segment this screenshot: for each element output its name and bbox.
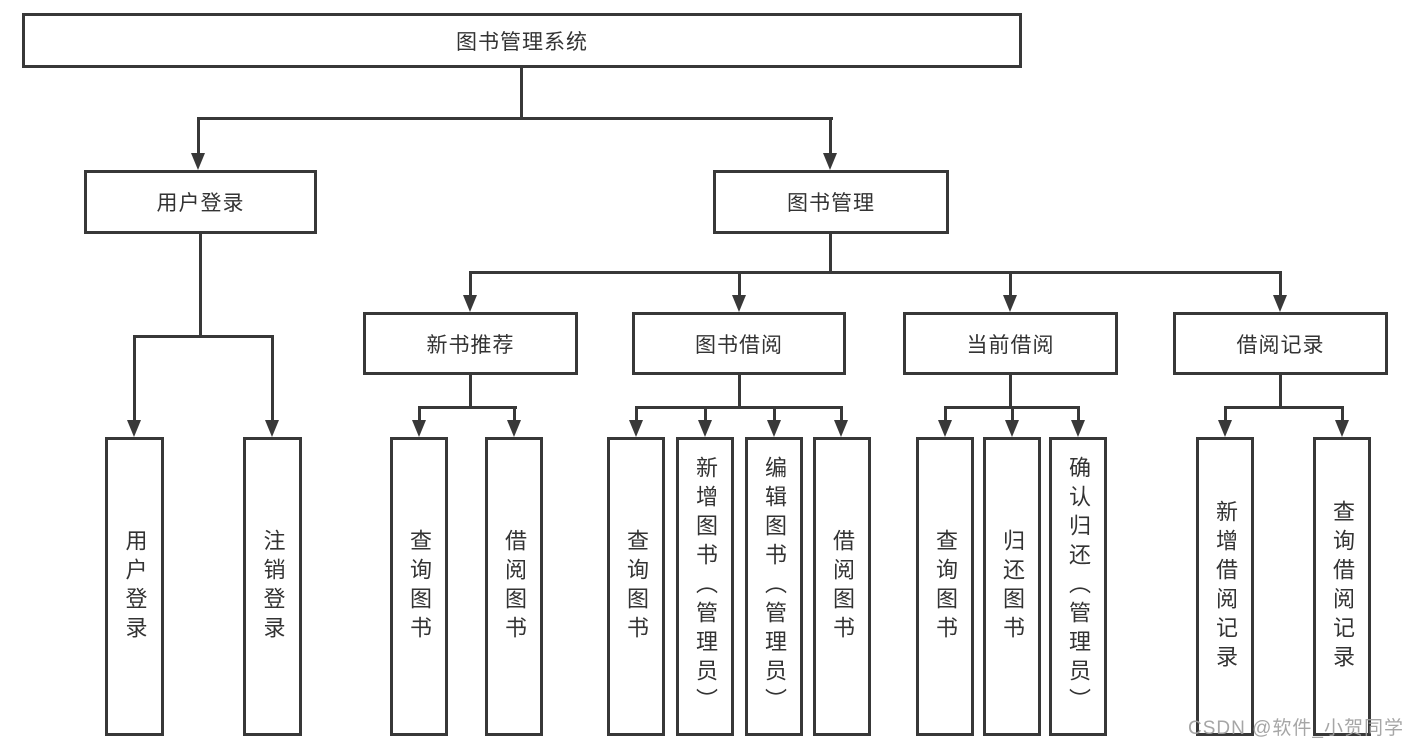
node-new-book-recommendation: 新书推荐 xyxy=(363,312,578,375)
connector-line xyxy=(773,406,776,422)
connector-line xyxy=(520,66,523,119)
connector-line xyxy=(418,406,421,422)
leaf-label: 查询图书 xyxy=(407,528,432,645)
leaf-label: 确认归还（管理员） xyxy=(1066,456,1091,717)
connector-line xyxy=(133,335,274,338)
arrow-down-icon xyxy=(1071,420,1085,437)
connector-line xyxy=(199,234,202,338)
arrow-down-icon xyxy=(1005,420,1019,437)
leaf-add-borrow-record: 新增借阅记录 xyxy=(1196,437,1254,736)
node-book-borrowing: 图书借阅 xyxy=(632,312,846,375)
arrow-down-icon xyxy=(938,420,952,437)
node-label: 新书推荐 xyxy=(426,333,515,357)
connector-line xyxy=(1279,375,1282,409)
arrow-down-icon xyxy=(823,153,837,170)
connector-line xyxy=(635,406,638,422)
connector-line xyxy=(271,335,274,421)
arrow-down-icon xyxy=(127,420,141,437)
arrow-down-icon xyxy=(1273,295,1287,312)
arrow-down-icon xyxy=(265,420,279,437)
leaf-label: 编辑图书（管理员） xyxy=(762,456,787,717)
arrow-down-icon xyxy=(1218,420,1232,437)
arrow-down-icon xyxy=(463,295,477,312)
leaf-label: 注销登录 xyxy=(260,528,286,645)
leaf-label: 查询图书 xyxy=(624,528,649,645)
leaf-return-books: 归还图书 xyxy=(983,437,1041,736)
leaf-label: 借阅图书 xyxy=(830,528,855,645)
connector-line xyxy=(197,117,833,120)
connector-line xyxy=(1341,406,1344,422)
connector-line xyxy=(1011,406,1014,422)
node-label: 当前借阅 xyxy=(966,333,1055,357)
connector-line xyxy=(418,406,517,409)
arrow-down-icon xyxy=(412,420,426,437)
arrow-down-icon xyxy=(1335,420,1349,437)
arrow-down-icon xyxy=(629,420,643,437)
node-borrowing-records: 借阅记录 xyxy=(1173,312,1388,375)
leaf-query-books-borrowing: 查询图书 xyxy=(607,437,665,736)
connector-line xyxy=(1009,271,1012,297)
connector-line xyxy=(1077,406,1080,422)
arrow-down-icon xyxy=(698,420,712,437)
leaf-logout: 注销登录 xyxy=(243,437,302,736)
node-label: 图书管理 xyxy=(787,192,875,215)
leaf-user-login: 用户登录 xyxy=(105,437,164,736)
leaf-query-books-current: 查询图书 xyxy=(916,437,974,736)
node-current-borrowing: 当前借阅 xyxy=(903,312,1118,375)
leaf-borrow-books-borrowing: 借阅图书 xyxy=(813,437,871,736)
connector-line xyxy=(738,375,741,409)
arrow-down-icon xyxy=(507,420,521,437)
leaf-query-books-recommend: 查询图书 xyxy=(390,437,448,736)
leaf-borrow-books-recommend: 借阅图书 xyxy=(485,437,543,736)
connector-line xyxy=(1224,406,1227,422)
connector-line xyxy=(469,271,472,297)
arrow-down-icon xyxy=(732,295,746,312)
leaf-confirm-return-admin: 确认归还（管理员） xyxy=(1049,437,1107,736)
leaf-label: 用户登录 xyxy=(122,528,148,645)
connector-line xyxy=(704,406,707,422)
node-label: 图书管理系统 xyxy=(456,30,588,54)
node-label: 借阅记录 xyxy=(1236,333,1325,357)
connector-line xyxy=(1279,271,1282,297)
node-label: 用户登录 xyxy=(156,192,245,215)
connector-line xyxy=(513,406,516,422)
leaf-label: 新增借阅记录 xyxy=(1213,499,1238,674)
leaf-label: 归还图书 xyxy=(1000,528,1025,645)
connector-line xyxy=(944,406,947,422)
node-library-management-system: 图书管理系统 xyxy=(22,13,1022,68)
leaf-label: 查询借阅记录 xyxy=(1330,499,1355,674)
node-user-login: 用户登录 xyxy=(84,170,317,234)
node-book-management: 图书管理 xyxy=(713,170,949,234)
connector-line xyxy=(1009,375,1012,409)
connector-line xyxy=(738,271,741,297)
arrow-down-icon xyxy=(1003,295,1017,312)
leaf-label: 借阅图书 xyxy=(502,528,527,645)
leaf-query-borrow-record: 查询借阅记录 xyxy=(1313,437,1371,736)
arrow-down-icon xyxy=(834,420,848,437)
leaf-edit-books-admin: 编辑图书（管理员） xyxy=(745,437,803,736)
arrow-down-icon xyxy=(767,420,781,437)
node-label: 图书借阅 xyxy=(695,333,783,357)
leaf-label: 查询图书 xyxy=(933,528,958,645)
connector-line xyxy=(1224,406,1344,409)
connector-line xyxy=(469,375,472,409)
leaf-label: 新增图书（管理员） xyxy=(693,456,718,717)
arrow-down-icon xyxy=(191,153,205,170)
connector-line xyxy=(635,406,842,409)
leaf-add-books-admin: 新增图书（管理员） xyxy=(676,437,734,736)
connector-line xyxy=(829,117,832,155)
connector-line xyxy=(197,117,200,155)
csdn-watermark: CSDN @软件_小贺同学 xyxy=(1188,718,1404,739)
connector-line xyxy=(840,406,843,422)
connector-line xyxy=(133,335,136,421)
connector-line xyxy=(829,234,832,274)
connector-line xyxy=(469,271,1282,274)
